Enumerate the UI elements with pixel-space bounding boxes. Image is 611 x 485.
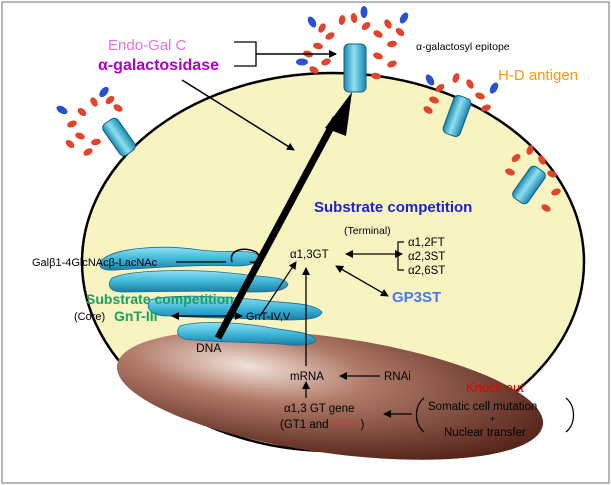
knockout-paren-left — [415, 397, 425, 433]
somatic-label: Somatic cell mutation — [428, 401, 537, 413]
substrate-competition-top-label: Substrate competition — [314, 199, 472, 216]
dna-label: DNA — [196, 341, 221, 355]
receptor-left — [56, 86, 136, 157]
knockout-paren-right — [565, 397, 575, 433]
alpha-galactosidase-label: α-galactosidase — [98, 57, 219, 74]
gene-line2-label: (GT1 and GT2?) — [280, 419, 365, 431]
a12ft-label: α1,2FT — [408, 237, 445, 249]
alpha-galactosyl-epitope-label: α-galactosyl epitope — [416, 41, 510, 53]
galactosidase-arrow — [181, 79, 295, 151]
gal-lacnac-label: Galβ1-4GlcNAcβ-LacNAc — [32, 257, 158, 269]
gnt3-label: GnT-III — [114, 308, 158, 324]
nuclear-label: Nuclear transfer — [444, 427, 526, 439]
receptor-far-right — [505, 145, 561, 212]
plus-label: + — [490, 414, 495, 424]
a26st-label: α2,6ST — [408, 265, 445, 277]
a23st-label: α2,3ST — [408, 251, 445, 263]
gp3st-label: GP3ST — [392, 289, 441, 306]
knock-out-label: Knock out — [466, 380, 524, 395]
gnt-gt-arrow — [259, 261, 297, 317]
terminal-bracket — [397, 241, 404, 271]
dna-arrow-head — [325, 92, 352, 136]
substrate-competition-green-label: Substrate competition — [86, 291, 234, 307]
endo-gal-c-label: Endo-Gal C — [108, 37, 187, 54]
hd-antigen-label: H-D antigen — [498, 67, 578, 84]
core-label: (Core) — [74, 311, 105, 323]
gnt45-label: GnT-IV,V — [246, 311, 291, 323]
a13gt-label: α1,3GT — [290, 249, 329, 261]
receptor-right — [423, 73, 499, 137]
gene-line1-label: α1,3 GT gene — [284, 403, 354, 415]
mrna-label: mRNA — [290, 371, 324, 383]
nucleus — [116, 330, 544, 460]
receptor-top — [296, 6, 409, 93]
gt-gp3st-arrow — [335, 265, 389, 297]
terminal-label: (Terminal) — [344, 225, 391, 237]
rnai-label: RNAi — [384, 371, 411, 383]
dna-arrow-shaft — [214, 116, 340, 340]
